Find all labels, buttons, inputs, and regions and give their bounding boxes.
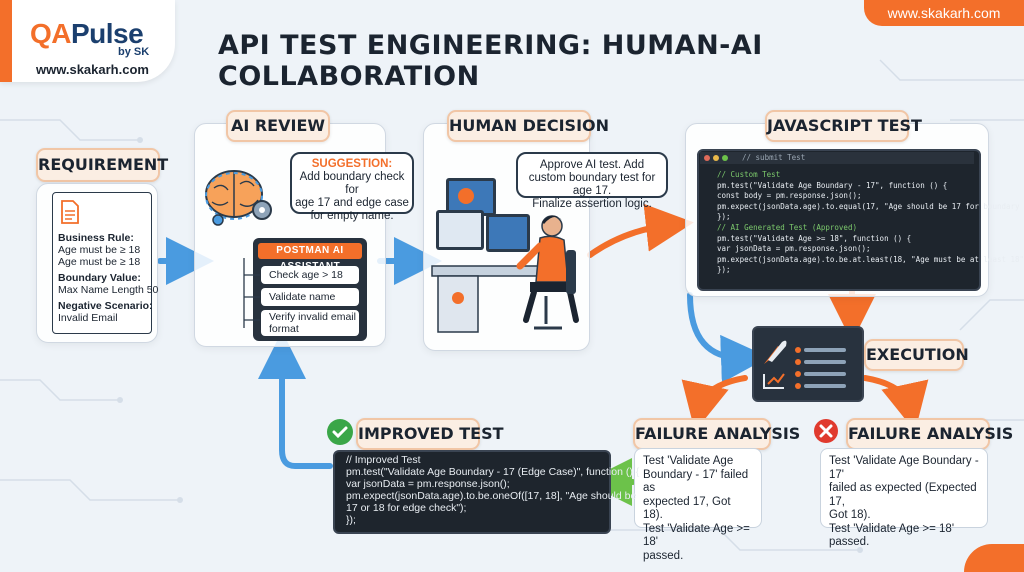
assistant-item-email-line-1: Verify invalid email [269,311,356,323]
decision-line-3: Finalize assertion logic. [532,198,652,210]
code-line: pm.expect(jsonData.age).to.be.at.least(1… [717,254,1024,264]
code-line: pm.test("Validate Age >= 18", function (… [717,233,912,243]
arrow-exec-to-failure-right [862,375,929,432]
page-title: API TEST ENGINEERING: HUMAN-AI COLLABORA… [218,30,763,92]
fail-x-icon [814,419,838,443]
code-line: }); [346,514,356,526]
req-line-4: Boundary Value: [58,272,141,284]
failure-left-line-3: expected 17, Got 18). [643,495,731,522]
ai-review-label: AI REVIEW [226,110,330,142]
failure-analysis-left-card: Test 'Validate Age Boundary - 17' failed… [634,448,762,562]
code-line: // Custom Test [717,170,781,179]
javascript-code-window [697,149,981,291]
failure-right-line-5: passed. [829,536,870,548]
window-maximize-icon[interactable] [722,155,728,161]
code-line: const body = pm.response.json(); [717,191,862,201]
arrow-human-to-js [587,203,694,258]
suggestion-line-3: for empty name. [310,210,394,222]
assistant-item-name: Validate name length [261,288,359,321]
assistant-item-age: Check age > 18 [261,266,359,284]
execution-label: EXECUTION [864,339,969,371]
code-line: }); [717,212,731,222]
ai-suggestion-bubble: SUGGESTION: Add boundary check for age 1… [290,152,414,222]
improved-code-window [333,450,611,534]
failure-right-line-1: Test 'Validate Age Boundary - 17' [829,455,979,481]
code-line: 17 or 18 for edge check"); [346,502,467,514]
brand-corner [0,0,175,82]
document-icon [61,200,79,224]
code-window-title: // submit Test [742,153,806,162]
improved-test-label: IMPROVED TEST [356,418,504,450]
ai-brain-icon [205,170,272,226]
requirement-label: REQUIREMENT [36,148,168,182]
arrow-exec-to-failure-left [681,375,748,432]
code-line: pm.expect(jsonData.age).to.be.oneOf([17,… [346,490,637,502]
assistant-connectors [243,258,260,328]
assistant-title: POSTMAN AI ASSISTANT [258,243,362,272]
failure-left-line-1: Test 'Validate Age [643,455,734,467]
suggestion-line-1: Add boundary check for [299,171,405,196]
window-minimize-icon[interactable] [713,155,719,161]
failure-analysis-right-label: FAILURE ANALYSIS [846,418,1013,450]
window-close-icon[interactable] [704,155,710,161]
code-line: pm.expect(jsonData.age).to.equal(17, "Ag… [717,201,1024,211]
assistant-item-email: Verify invalid email format [261,310,359,336]
human-decision-bubble: Approve AI test. Add custom boundary tes… [516,152,668,210]
req-line-3: Age must be ≥ 18 [58,256,141,268]
req-line-7: Invalid Email [58,312,118,324]
code-line: pm.test("Validate Age Boundary - 17 (Edg… [346,466,640,478]
execution-rocket-icon [763,340,846,389]
brand-corner-accent [0,0,12,82]
code-line: pm.test("Validate Age Boundary - 17", fu… [717,180,948,190]
req-line-5: Max Name Length 50 [58,284,159,296]
arrow-js-execution-loop [687,292,769,383]
javascript-test-label: JAVASCRIPT TEST [765,110,922,142]
code-line: var jsonData = pm.response.json(); [346,478,510,490]
failure-analysis-left-label: FAILURE ANALYSIS [633,418,800,450]
decision-line-2: custom boundary test for age 17. [528,172,656,197]
failure-right-line-3: Got 18). [829,509,871,521]
code-line: var jsonData = pm.response.json(); [717,244,871,254]
failure-analysis-right-card: Test 'Validate Age Boundary - 17' failed… [820,448,988,548]
brand-url: www.skakarh.com [36,62,149,77]
decision-line-1: Approve AI test. Add [539,159,645,171]
failure-left-line-2: Boundary - 17' failed as [643,468,749,495]
assistant-item-email-line-2: format [269,323,299,335]
req-line-1: Business Rule: [58,232,134,244]
failure-right-line-4: Test 'Validate Age >= 18' [829,522,955,535]
code-line: // Improved Test [346,454,421,466]
req-line-6: Negative Scenario: [58,300,153,312]
arrow-improved-to-ai [258,331,333,469]
failure-right-line-2: failed as expected (Expected 17, [829,482,977,508]
pass-check-icon [327,419,353,445]
suggestion-line-2: age 17 and edge case [295,197,409,209]
code-window-titlebar [700,152,974,164]
site-url-badge: www.skakarh.com [864,0,1024,26]
suggestion-title: SUGGESTION: [311,158,393,170]
brand-by-line: by SK [118,46,150,58]
code-line: }); [717,265,731,275]
failure-left-line-5: passed. [643,549,684,562]
brand-logo: QAPulse [30,18,144,49]
code-line: // AI Generated Test (Approved) [717,223,857,232]
human-decision-label: HUMAN DECISION [447,110,609,142]
human-at-desk-illustration [431,178,579,333]
req-line-2: Age must be ≥ 18 [58,244,141,256]
failure-left-line-4: Test 'Validate Age >= 18' [643,522,750,549]
